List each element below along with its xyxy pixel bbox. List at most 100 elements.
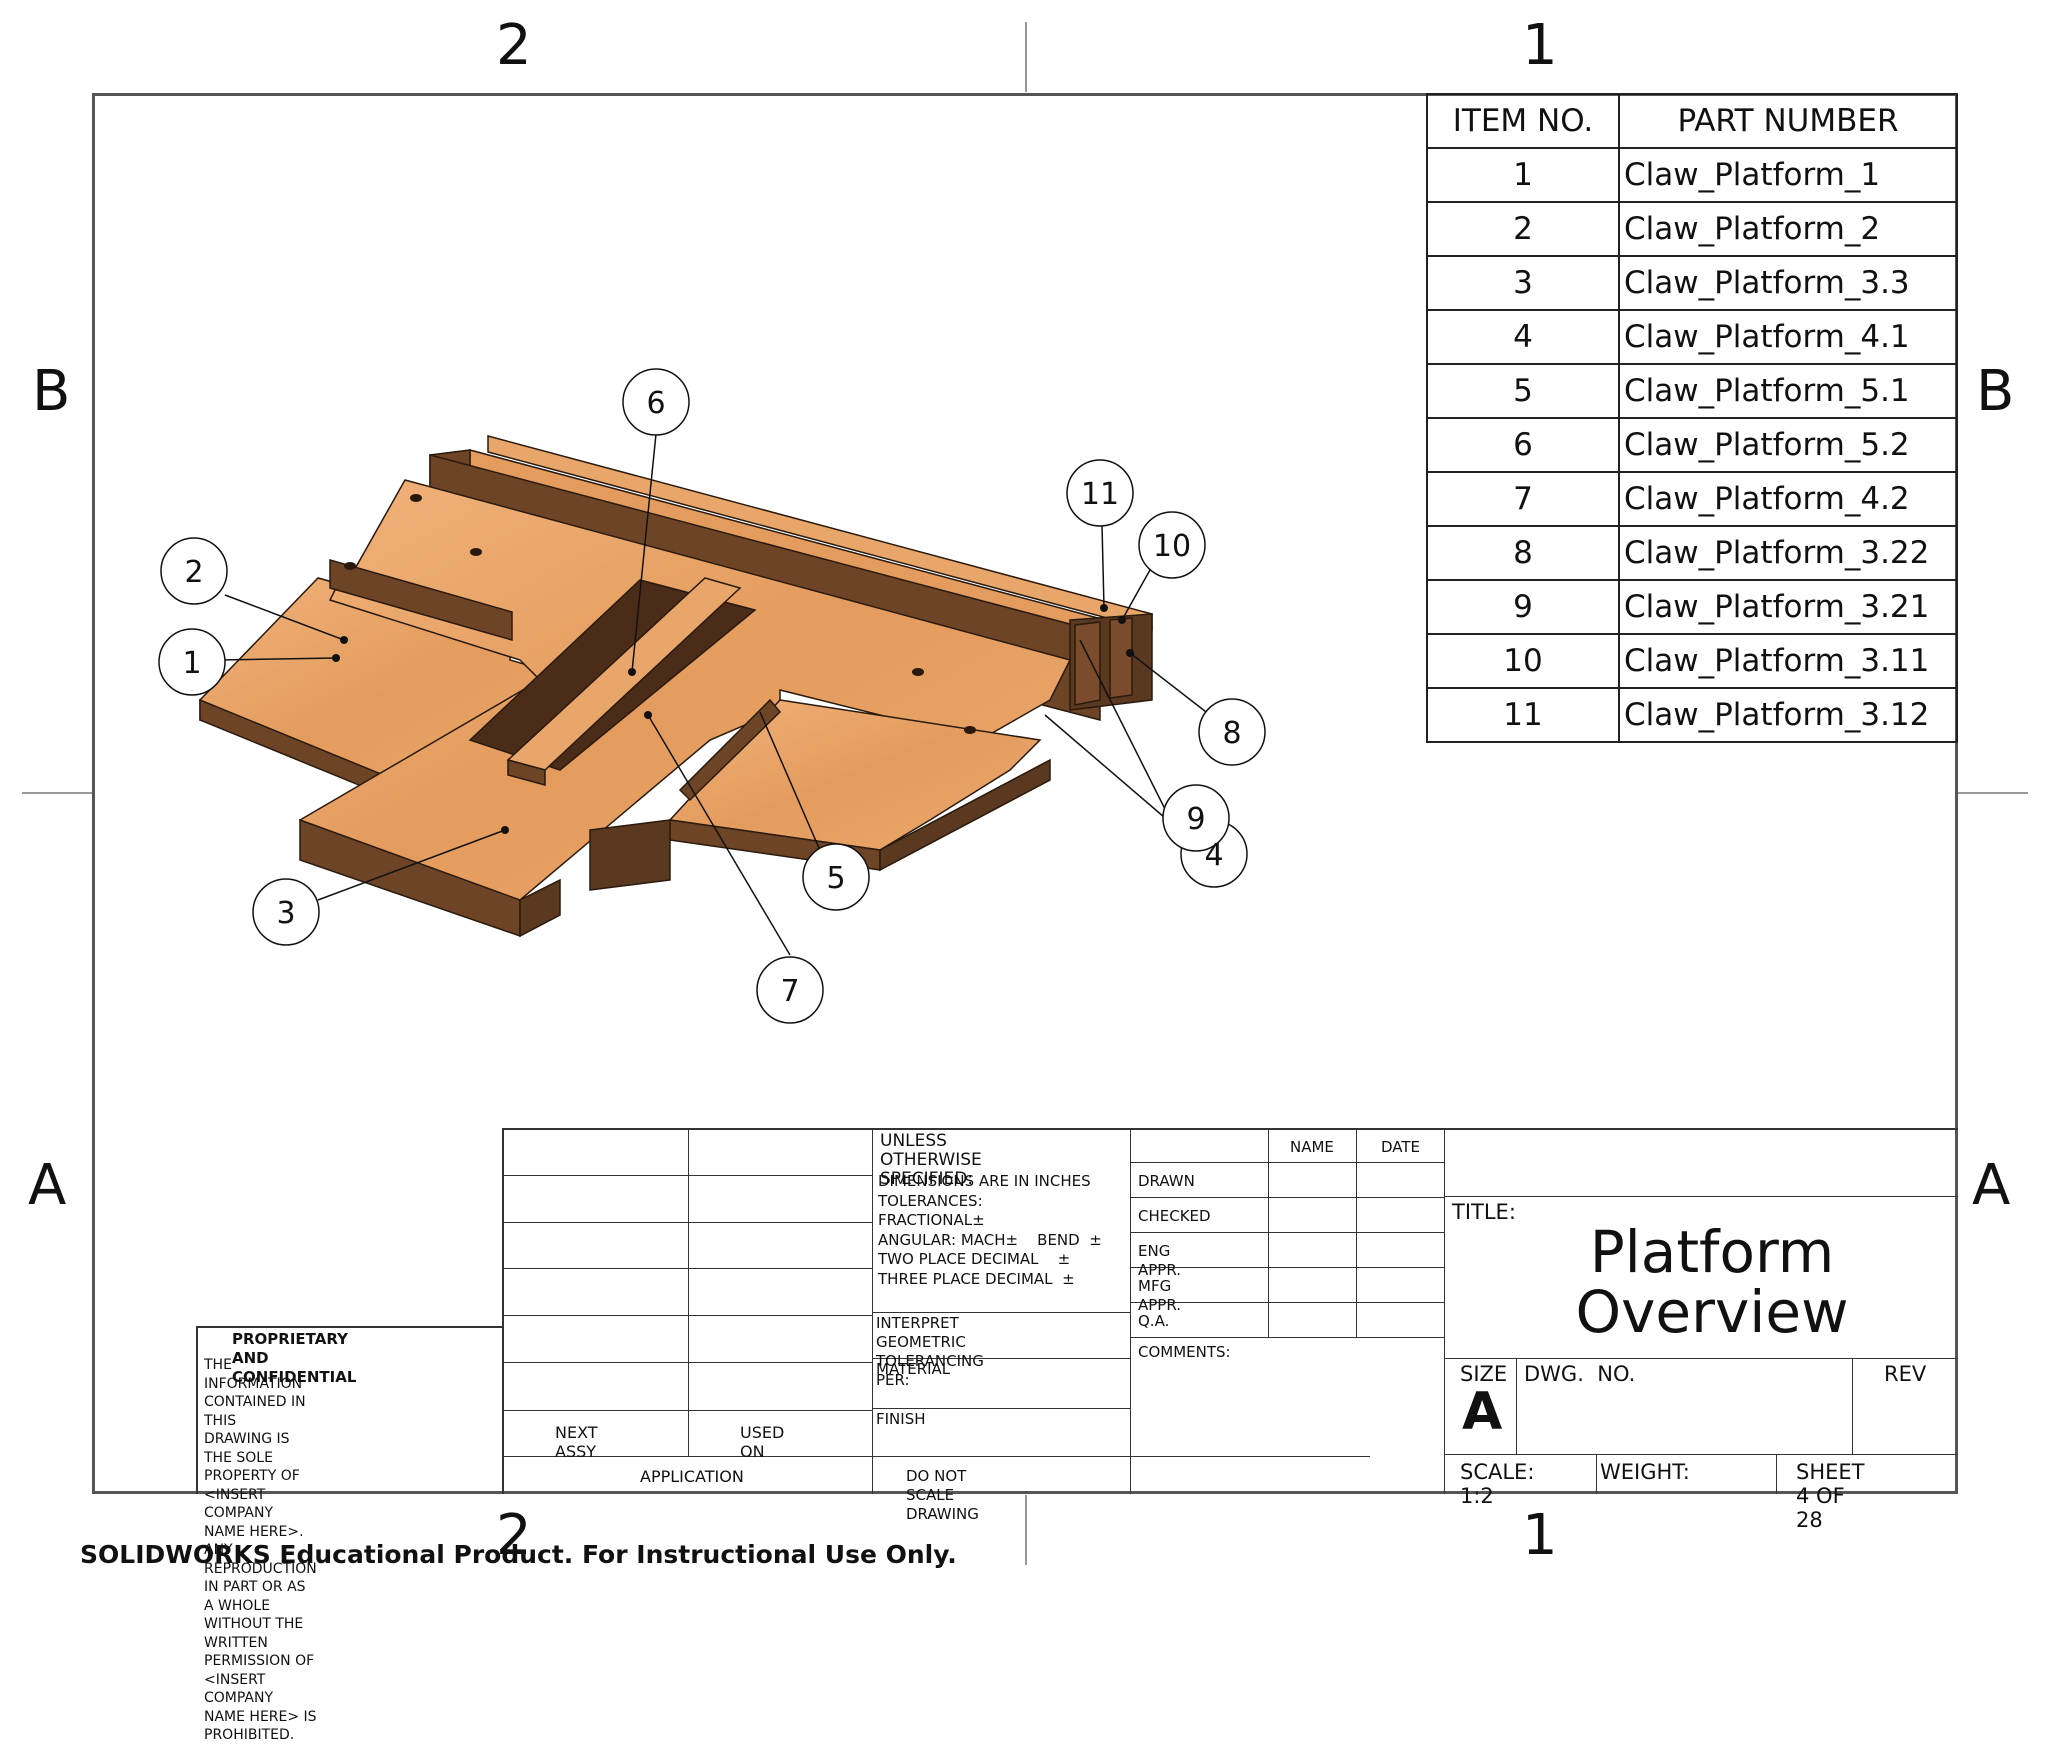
grid-row-line — [1130, 1197, 1444, 1198]
grid-row-line — [872, 1312, 1130, 1313]
checked-label: CHECKED — [1138, 1207, 1211, 1225]
material-label: MATERIAL — [876, 1360, 951, 1378]
grid-col-line — [1444, 1128, 1445, 1494]
zone-label-bottom-2: 2 — [496, 1503, 532, 1568]
right-plate — [589, 699, 1051, 891]
date-header: DATE — [1381, 1138, 1421, 1156]
bom-item-no: 8 — [1426, 525, 1620, 581]
tb-left-border — [502, 1128, 504, 1494]
zone-label-right-b: B — [1976, 359, 2015, 424]
balloon-6 — [622, 368, 690, 436]
grid-row-line — [1130, 1232, 1444, 1233]
zone-tick-left — [22, 792, 92, 794]
bom-part-number: Claw_Platform_4.1 — [1618, 309, 1958, 365]
balloon-label-11: 11 — [1081, 477, 1119, 512]
bom-item-no: 1 — [1426, 147, 1620, 203]
grid-row-line — [1130, 1302, 1444, 1303]
zone-tick-bottom — [1025, 1495, 1027, 1565]
proprietary-line: WITHOUT THE WRITTEN PERMISSION OF — [204, 1616, 315, 1669]
tb-top-border — [502, 1128, 1958, 1130]
proprietary-line: THE INFORMATION CONTAINED IN THIS — [204, 1357, 306, 1429]
bom-part-number: Claw_Platform_3.11 — [1618, 633, 1958, 689]
bom-part-number: Claw_Platform_3.12 — [1618, 687, 1958, 743]
bom-item-no: 6 — [1426, 417, 1620, 473]
prop-left-border — [196, 1326, 198, 1494]
proprietary-line: DRAWING IS THE SOLE PROPERTY OF — [204, 1431, 300, 1484]
bom-part-number: Claw_Platform_5.1 — [1618, 363, 1958, 419]
center-slot — [468, 577, 782, 802]
interpret-line: TOLERANCING PER: — [876, 1352, 984, 1389]
grid-row-line — [502, 1222, 872, 1223]
scale-label: SCALE: 1:2 — [1460, 1460, 1535, 1508]
balloon-2 — [160, 537, 228, 605]
grid-row-line — [1130, 1267, 1444, 1268]
assembly-view: 1 2 3 4 5 6 7 8 9 10 11 — [158, 368, 1266, 1024]
mfg-appr-label: MFG APPR. — [1138, 1277, 1182, 1314]
tolerance-line: DIMENSIONS ARE IN INCHES — [878, 1172, 1091, 1190]
interpret-line: INTERPRET GEOMETRIC — [876, 1314, 966, 1351]
bom-header-row: ITEM NO. PART NUMBER — [1426, 93, 1958, 149]
drawing-frame — [92, 93, 1958, 1494]
zone-label-left-b: B — [32, 359, 71, 424]
bom-item-no: 11 — [1426, 687, 1620, 743]
bom-item-no: 3 — [1426, 255, 1620, 311]
grid-row-line — [502, 1175, 872, 1176]
used-on-label: USED ON — [740, 1423, 785, 1461]
bom-item-no: 5 — [1426, 363, 1620, 419]
grid-row-line — [1130, 1337, 1444, 1338]
grid-row-line — [502, 1410, 872, 1411]
zone-label-top-2: 2 — [496, 13, 532, 78]
grid-col-line — [1130, 1128, 1131, 1494]
leader-lines — [219, 433, 1211, 956]
bom-part-number: Claw_Platform_3.22 — [1618, 525, 1958, 581]
tolerances-block: DIMENSIONS ARE IN INCHES TOLERANCES: FRA… — [878, 1172, 1102, 1289]
grid-col-line — [1852, 1358, 1853, 1454]
grid-col-line — [1268, 1128, 1269, 1337]
bom-header-item: ITEM NO. — [1426, 93, 1620, 149]
comments-label: COMMENTS: — [1138, 1343, 1231, 1361]
bom-header-part: PART NUMBER — [1618, 93, 1958, 149]
title-label: TITLE: — [1452, 1200, 1516, 1224]
balloon-10 — [1138, 511, 1206, 579]
tolerance-line: ANGULAR: MACH± BEND ± — [878, 1230, 1102, 1249]
size-label: SIZE — [1460, 1362, 1508, 1386]
balloon-8 — [1198, 698, 1266, 766]
balloon-label-8: 8 — [1222, 716, 1241, 751]
bom-part-number: Claw_Platform_2 — [1618, 201, 1958, 257]
proprietary-line: <INSERT COMPANY NAME HERE> IS — [204, 1671, 317, 1725]
balloon-9 — [1162, 784, 1230, 852]
balloon-label-10: 10 — [1153, 529, 1191, 564]
grid-col-line — [1356, 1128, 1357, 1337]
balloon-7 — [756, 956, 824, 1024]
grid-col-line — [1776, 1454, 1777, 1494]
zone-label-bottom-1: 1 — [1522, 1503, 1558, 1568]
bom-part-number: Claw_Platform_3.3 — [1618, 255, 1958, 311]
educational-watermark: SOLIDWORKS Educational Product. For Inst… — [80, 1540, 957, 1569]
balloon-label-2: 2 — [184, 555, 203, 590]
interpret-block: INTERPRET GEOMETRIC TOLERANCING PER: — [876, 1314, 984, 1390]
zone-label-top-1: 1 — [1522, 13, 1558, 78]
size-value: A — [1462, 1382, 1503, 1442]
main-plate — [299, 479, 1072, 938]
bom-item-no: 4 — [1426, 309, 1620, 365]
balloon-label-7: 7 — [780, 974, 799, 1009]
eng-appr-label: ENG APPR. — [1138, 1242, 1182, 1279]
bom-item-no: 7 — [1426, 471, 1620, 527]
weight-label: WEIGHT: — [1600, 1460, 1690, 1484]
tolerance-line: TOLERANCES: — [878, 1191, 983, 1210]
back-rails — [429, 435, 1153, 721]
grid-row-line — [502, 1268, 872, 1269]
zone-label-left-a: A — [28, 1153, 67, 1218]
grid-row-line — [1444, 1358, 1958, 1359]
grid-row-line — [1444, 1196, 1958, 1197]
grid-row-line — [1130, 1162, 1444, 1163]
grid-row-line — [502, 1362, 872, 1363]
